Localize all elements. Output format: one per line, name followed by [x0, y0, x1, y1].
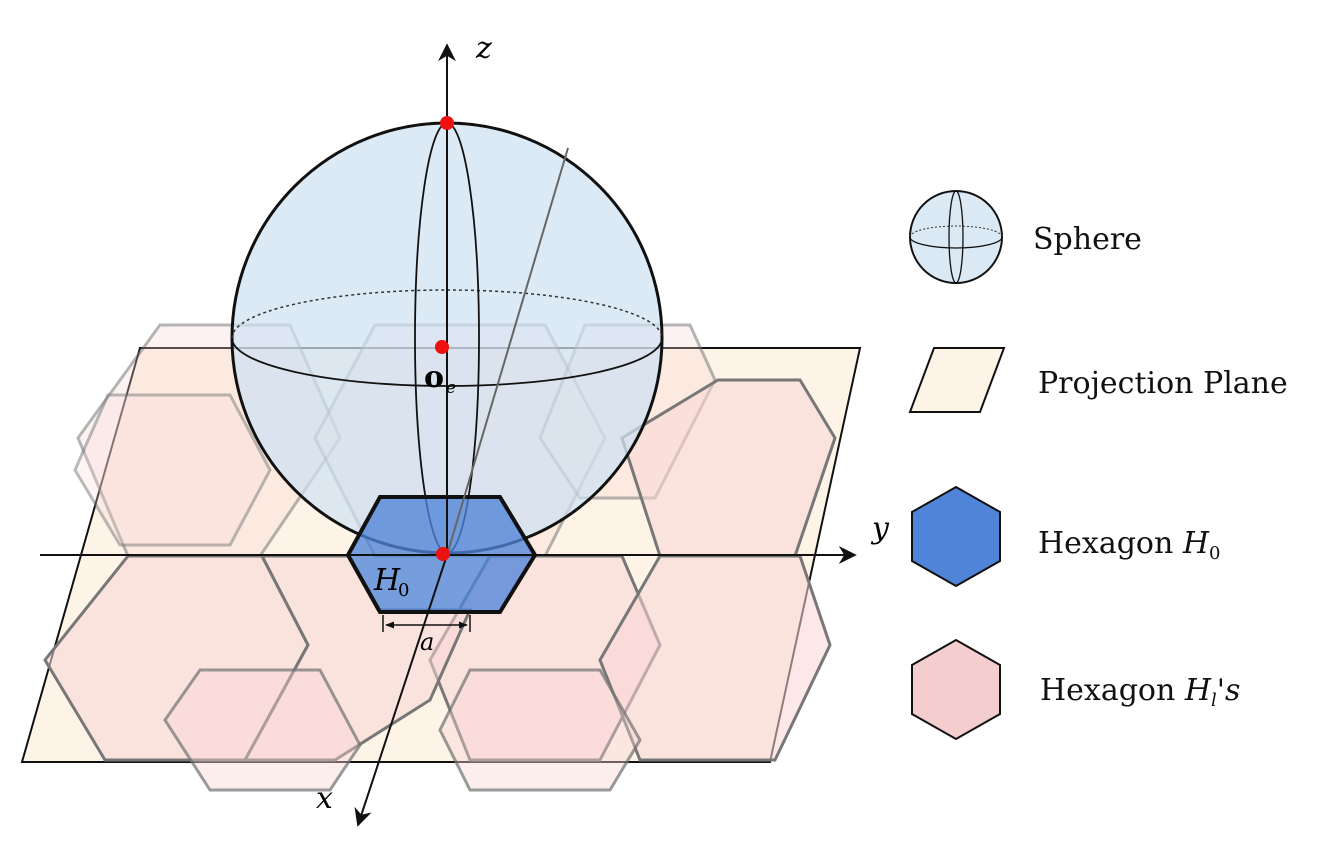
hex0-label-sub: 0 — [398, 580, 409, 601]
legend-sphere-icon — [909, 190, 1003, 284]
y-axis-label: y — [870, 511, 890, 546]
legend-plane-icon — [908, 347, 1006, 413]
north-pole-point — [440, 116, 454, 130]
legend-plane-text: Projection Plane — [1038, 366, 1288, 401]
center-point — [435, 340, 449, 354]
legend-hexl-icon — [911, 638, 1001, 741]
x-axis-back — [446, 147, 569, 556]
hexagon-hl — [163, 668, 362, 792]
sphere-equator-back — [231, 289, 663, 339]
hexagon-hl — [438, 668, 642, 792]
edge-length-dimension — [382, 615, 471, 632]
x-axis — [354, 554, 448, 827]
legend-hexl-text: Hexagon Hl's — [1040, 673, 1240, 711]
legend-hex0-icon — [911, 485, 1001, 588]
hexagon-hl — [73, 393, 272, 547]
legend-sphere-text: Sphere — [1033, 222, 1142, 257]
edge-length-label: a — [420, 628, 434, 656]
tangent-point — [436, 547, 450, 561]
center-label-sub: e — [446, 378, 456, 398]
legend: Sphere Projection Plane Hexagon H0 Hexag… — [908, 190, 1288, 741]
z-axis-label: z — [475, 31, 492, 66]
hex0-label: H — [373, 563, 401, 598]
legend-hex0-text: Hexagon H0 — [1038, 526, 1220, 564]
center-label: o — [424, 360, 444, 395]
x-axis-label: x — [316, 781, 333, 816]
